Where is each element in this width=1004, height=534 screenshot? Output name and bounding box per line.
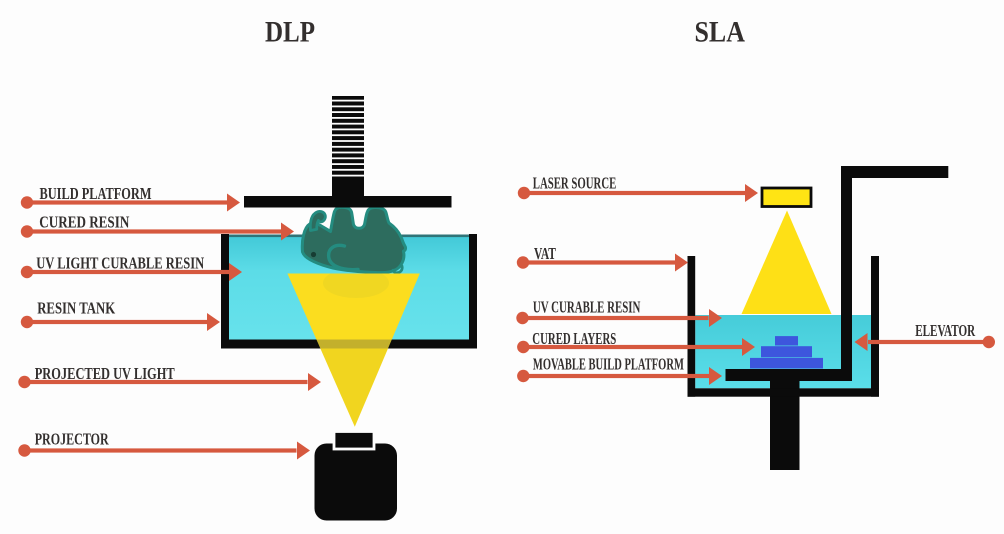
- svg-text:UV CURABLE RESIN: UV CURABLE RESIN: [533, 298, 641, 317]
- svg-text:VAT: VAT: [534, 244, 556, 263]
- svg-text:PROJECTED UV LIGHT: PROJECTED UV LIGHT: [35, 364, 175, 383]
- svg-text:UV LIGHT CURABLE RESIN: UV LIGHT CURABLE RESIN: [36, 254, 205, 273]
- svg-text:ELEVATOR: ELEVATOR: [915, 321, 975, 340]
- svg-text:MOVABLE BUILD PLATFORM: MOVABLE BUILD PLATFORM: [533, 355, 684, 374]
- svg-text:SLA: SLA: [695, 16, 746, 49]
- svg-text:RESIN TANK: RESIN TANK: [37, 299, 116, 318]
- svg-text:DLP: DLP: [265, 16, 315, 49]
- svg-text:CURED RESIN: CURED RESIN: [39, 213, 130, 232]
- svg-text:LASER SOURCE: LASER SOURCE: [533, 174, 617, 193]
- svg-text:CURED LAYERS: CURED LAYERS: [532, 329, 616, 348]
- svg-text:PROJECTOR: PROJECTOR: [35, 430, 110, 449]
- svg-text:BUILD PLATFORM: BUILD PLATFORM: [40, 184, 152, 203]
